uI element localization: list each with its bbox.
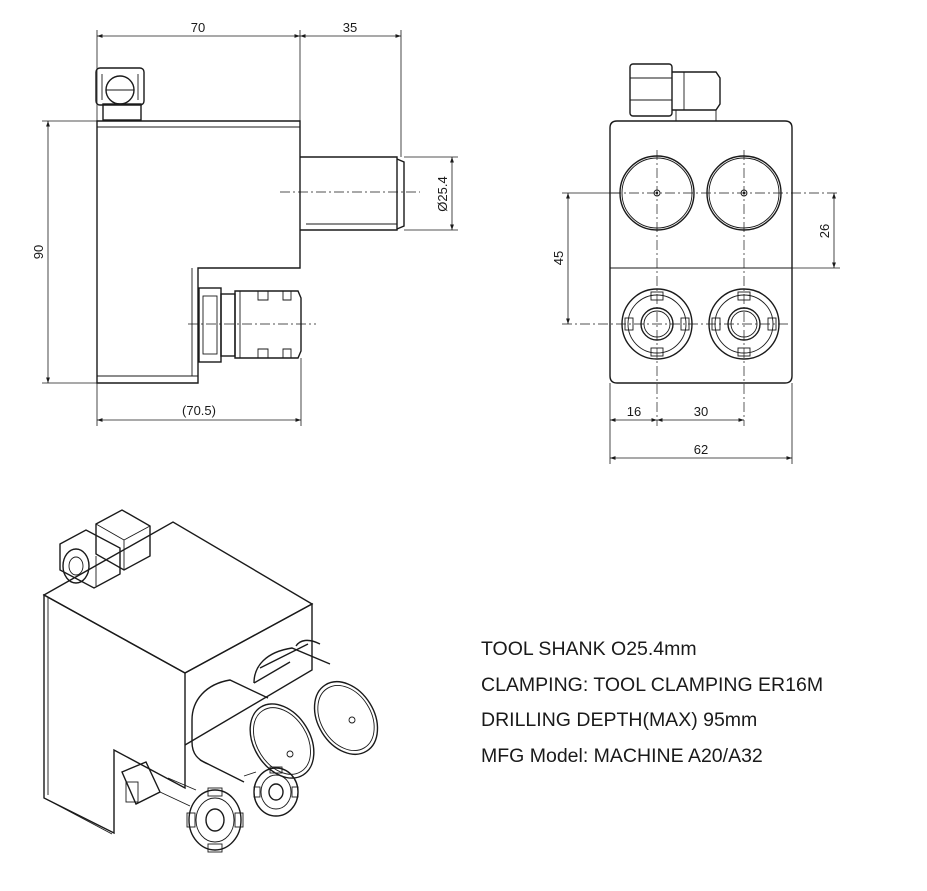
spec-mfg-model: MFG Model: MACHINE A20/A32 <box>481 745 763 767</box>
side-view: 70 35 90 Ø25.4 (70.5) <box>31 20 458 426</box>
dim-shank-length: 35 <box>343 20 357 35</box>
iso-body-left-face <box>43 593 186 835</box>
iso-collets <box>121 761 299 853</box>
dim-edge-to-center: 16 <box>627 404 641 419</box>
isometric-view <box>42 509 379 853</box>
dim-front-width: 62 <box>694 442 708 457</box>
side-view-collet <box>188 287 316 363</box>
dim-row-spacing: 26 <box>817 224 832 238</box>
side-view-fitting <box>95 67 145 121</box>
spec-tool-shank: TOOL SHANK O25.4mm <box>481 638 697 660</box>
dim-center-spacing: 30 <box>694 404 708 419</box>
dim-height: 90 <box>31 245 46 259</box>
spec-clamping: CLAMPING: TOOL CLAMPING ER16M <box>481 674 824 696</box>
dim-shank-diameter: Ø25.4 <box>435 176 450 211</box>
front-view: 45 26 16 30 62 <box>551 63 840 464</box>
spec-drilling-depth: DRILLING DEPTH(MAX) 95mm <box>481 709 758 731</box>
iso-fitting <box>59 509 151 589</box>
front-view-body <box>609 120 793 384</box>
iso-shank-back <box>253 639 379 755</box>
side-view-shank <box>280 156 420 231</box>
front-view-fitting <box>629 63 721 121</box>
dim-side-width: 70 <box>191 20 205 35</box>
dim-base-width: (70.5) <box>182 403 216 418</box>
dim-center-offset: 45 <box>551 251 566 265</box>
iso-shank-front <box>191 679 315 783</box>
iso-body-right-face <box>184 602 313 746</box>
iso-body-top-face <box>42 521 314 674</box>
